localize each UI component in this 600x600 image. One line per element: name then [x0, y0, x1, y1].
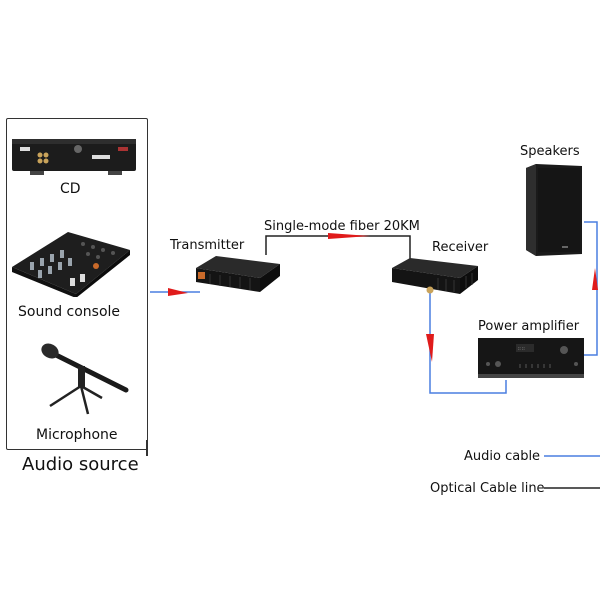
flow-arrow-2	[328, 233, 370, 239]
cd-label: CD	[60, 181, 81, 197]
speaker-icon	[526, 164, 582, 256]
receiver-icon	[392, 258, 478, 294]
audio-source-title: Audio source	[22, 454, 139, 475]
legend-audio-cable-label: Audio cable	[464, 449, 541, 464]
receiver-label: Receiver	[432, 240, 489, 255]
audio-source-group	[6, 118, 148, 450]
microphone-label: Microphone	[36, 427, 118, 443]
sound-console-icon	[12, 232, 130, 297]
transmitter-label: Transmitter	[170, 238, 245, 253]
cd-player-icon	[12, 139, 136, 175]
power-amplifier-icon: :: ::	[478, 338, 584, 378]
svg-text::: ::: :: ::	[518, 346, 525, 351]
sound-console-label: Sound console	[18, 304, 121, 320]
microphone-icon	[41, 343, 129, 415]
flow-arrow-4	[592, 268, 598, 290]
speakers-label: Speakers	[520, 144, 580, 159]
flow-arrow-1	[168, 288, 188, 296]
power-amplifier-label: Power amplifier	[478, 319, 580, 334]
source-box-tick	[146, 440, 148, 456]
transmitter-icon	[196, 256, 280, 292]
flow-arrow-3	[426, 334, 434, 362]
legend-optical-cable-label: Optical Cable line	[430, 481, 545, 496]
fiber-label: Single-mode fiber 20KM	[264, 219, 420, 234]
